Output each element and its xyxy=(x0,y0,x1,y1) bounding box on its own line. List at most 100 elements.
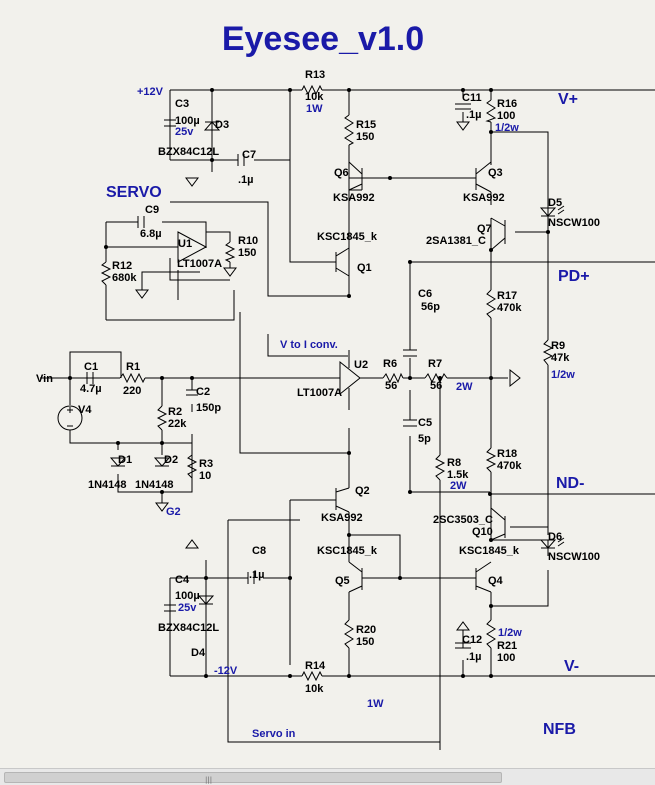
d3-name: D3 xyxy=(215,119,229,131)
opamp-symbols xyxy=(177,231,521,396)
c6-name: C6 xyxy=(418,288,432,300)
c7-name: C7 xyxy=(242,149,256,161)
c12-value: .1µ xyxy=(466,651,482,663)
r8-extra: 2W xyxy=(450,480,467,492)
c12-name: C12 xyxy=(462,634,482,646)
diode-symbols xyxy=(109,121,565,605)
grip-icon: ||| xyxy=(205,776,213,784)
r6-name: R6 xyxy=(383,358,397,370)
r2-name: R2 xyxy=(168,406,182,418)
d4-value: BZX84C12L xyxy=(158,622,219,634)
q6-name: Q6 xyxy=(334,167,349,179)
r9-name: R9 xyxy=(551,340,565,352)
q4-name: Q4 xyxy=(488,575,504,587)
q3-name: Q3 xyxy=(488,167,503,179)
r7-extra: 2W xyxy=(456,381,473,393)
schematic-title: Eyesee_v1.0 xyxy=(222,20,424,58)
q3-value: KSA992 xyxy=(463,192,505,204)
resistor-symbols xyxy=(100,84,554,682)
net-label-servo-in: Servo in xyxy=(252,728,296,740)
scrollbar-thumb[interactable]: ||| xyxy=(4,772,502,784)
r17-value: 470k xyxy=(497,302,522,314)
junctions xyxy=(68,88,550,678)
transistor-symbols xyxy=(335,161,506,593)
c9-name: C9 xyxy=(145,204,159,216)
r10-name: R10 xyxy=(238,235,258,247)
q10-name: Q10 xyxy=(472,526,493,538)
d2-name: D2 xyxy=(164,454,178,466)
r20-value: 150 xyxy=(356,636,374,648)
c5-name: C5 xyxy=(418,417,432,429)
d2-value: 1N4148 xyxy=(135,479,174,491)
q6-value: KSA992 xyxy=(333,192,375,204)
horizontal-scrollbar[interactable]: ||| xyxy=(0,768,655,785)
r8-value: 1.5k xyxy=(447,469,469,481)
v4-name: V4 xyxy=(78,404,92,416)
q5-value: KSC1845_k xyxy=(317,545,378,557)
d3-value: BZX84C12L xyxy=(158,146,219,158)
r1-value: 220 xyxy=(123,385,141,397)
d6-name: D6 xyxy=(548,531,562,543)
r20-name: R20 xyxy=(356,624,376,636)
u2-name: U2 xyxy=(354,359,368,371)
q5-name: Q5 xyxy=(335,575,350,587)
q7-name: Q7 xyxy=(477,223,492,235)
q7-value: 2SA1381_C xyxy=(426,235,486,247)
q4-value: KSC1845_k xyxy=(459,545,520,557)
source-and-grounds xyxy=(57,121,470,631)
net-label-servo: SERVO xyxy=(106,184,162,201)
c5-value: 5p xyxy=(418,433,431,445)
r12-value: 680k xyxy=(112,272,137,284)
wires xyxy=(40,89,655,750)
r13-extra: 1W xyxy=(306,103,323,115)
r10-value: 150 xyxy=(238,247,256,259)
r6-value: 56 xyxy=(385,380,397,392)
q1-name: Q1 xyxy=(357,262,372,274)
c3-name: C3 xyxy=(175,98,189,110)
c6-value: 56p xyxy=(421,301,440,313)
r15-value: 150 xyxy=(356,131,374,143)
c11-value: .1µ xyxy=(466,109,482,121)
c4-name: C4 xyxy=(175,574,190,586)
net-label-nfb: NFB xyxy=(543,721,576,738)
r15-name: R15 xyxy=(356,119,376,131)
schematic: Eyesee_v1.0 V+ PD+ ND- V- NFB SERVO +12V… xyxy=(36,20,655,750)
r16-extra: 1/2w xyxy=(495,122,519,134)
r7-name: R7 xyxy=(428,358,442,370)
r16-value: 100 xyxy=(497,110,515,122)
u1-name: U1 xyxy=(178,238,192,250)
net-label-p12: +12V xyxy=(137,86,164,98)
c4-extra: 25v xyxy=(178,602,197,614)
r14-name: R14 xyxy=(305,660,326,672)
net-label-pdp: PD+ xyxy=(558,268,590,285)
q2-value: KSA992 xyxy=(321,512,363,524)
r13-name: R13 xyxy=(305,69,325,81)
r17-name: R17 xyxy=(497,290,517,302)
r7-value: 56 xyxy=(430,380,442,392)
d1-value: 1N4148 xyxy=(88,479,127,491)
c1-value: 4.7µ xyxy=(80,383,102,395)
r8-name: R8 xyxy=(447,457,461,469)
capacitor-symbols xyxy=(86,103,471,649)
r21-value: 100 xyxy=(497,652,515,664)
r9-extra: 1/2w xyxy=(551,369,575,381)
net-label-g2: G2 xyxy=(166,506,181,518)
c2-name: C2 xyxy=(196,386,210,398)
net-label-vp: V+ xyxy=(558,91,578,108)
c2-value: 150p xyxy=(196,402,221,414)
net-label-vin: Vin xyxy=(36,373,53,385)
c4-value: 100µ xyxy=(175,590,200,602)
c3-extra: 25v xyxy=(175,126,194,138)
c1-name: C1 xyxy=(84,361,98,373)
u1-value: LT1007A xyxy=(177,258,222,270)
r12-name: R12 xyxy=(112,260,132,272)
d6-value: NSCW100 xyxy=(548,551,600,563)
u2-value: LT1007A xyxy=(297,387,342,399)
block-label-vtoi: V to I conv. xyxy=(280,339,338,351)
r13-value: 10k xyxy=(305,91,324,103)
c3-value: 100µ xyxy=(175,115,200,127)
c7-value: .1µ xyxy=(238,174,254,186)
c8-value: .1µ xyxy=(249,569,265,581)
c8-name: C8 xyxy=(252,545,266,557)
q1-value: KSC1845_k xyxy=(317,231,378,243)
